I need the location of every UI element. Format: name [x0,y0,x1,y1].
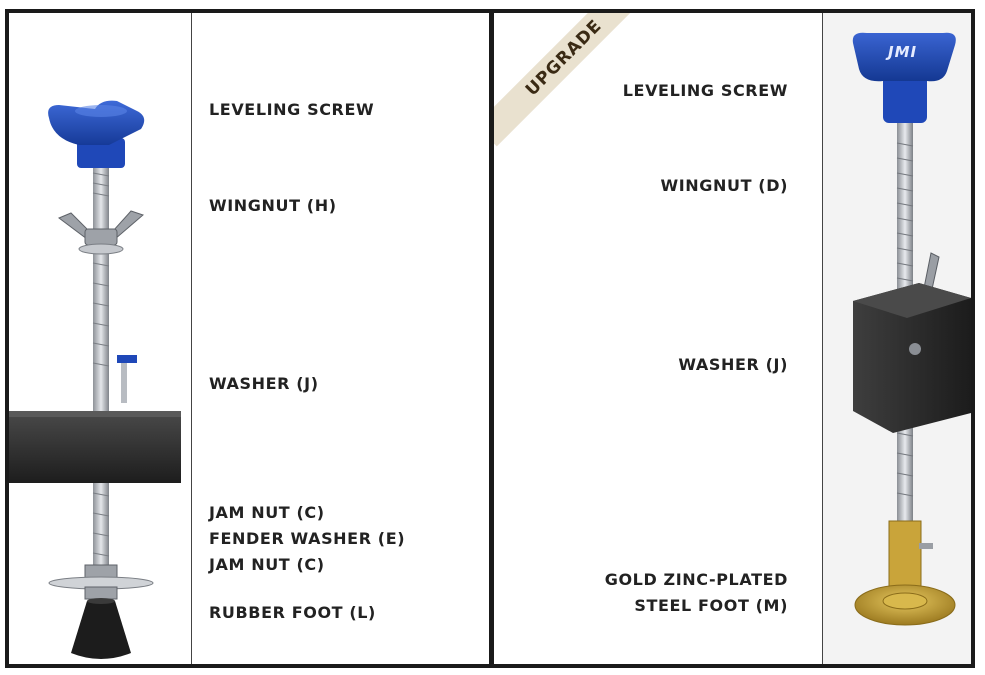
upgrade-badge-label: UPGRADE [521,15,607,101]
right-label-wingnut: WINGNUT (D) [660,176,788,195]
right-product-photo [823,13,971,664]
right-label-gold-foot-line1: GOLD ZINC-PLATED [604,570,788,589]
left-label-wingnut: WINGNUT (H) [209,196,337,215]
left-label-jam-nut-top: JAM NUT (C) [209,503,325,522]
left-label-washer: WASHER (J) [209,374,319,393]
right-label-gold-foot-line2: STEEL FOOT (M) [634,596,788,615]
right-panel-divider [822,13,823,664]
knob-brand-mark: JMI [888,43,918,61]
left-label-jam-nut-bottom: JAM NUT (C) [209,555,325,574]
right-mount-block [853,283,971,433]
right-label-leveling-screw: LEVELING SCREW [622,81,788,100]
left-product-photo [9,100,181,659]
left-panel-standard: LEVELING SCREW WINGNUT (H) WASHER (J) JA… [5,9,493,668]
left-wingnut [58,210,144,246]
left-label-rubber-foot: RUBBER FOOT (L) [209,603,376,622]
left-mount-block [9,411,181,483]
right-leveling-screw-knob [852,32,956,123]
right-gold-coupler [888,520,922,592]
left-jam-nut-2 [84,586,118,600]
left-label-leveling-screw: LEVELING SCREW [209,100,375,119]
right-panel-upgrade: UPGRADE [490,9,975,668]
left-leveling-screw-knob [48,100,145,168]
right-label-washer: WASHER (J) [678,355,788,374]
left-rubber-foot [71,601,131,659]
left-panel-divider [191,13,192,664]
left-washer [78,243,124,255]
left-label-fender-washer: FENDER WASHER (E) [209,529,406,548]
